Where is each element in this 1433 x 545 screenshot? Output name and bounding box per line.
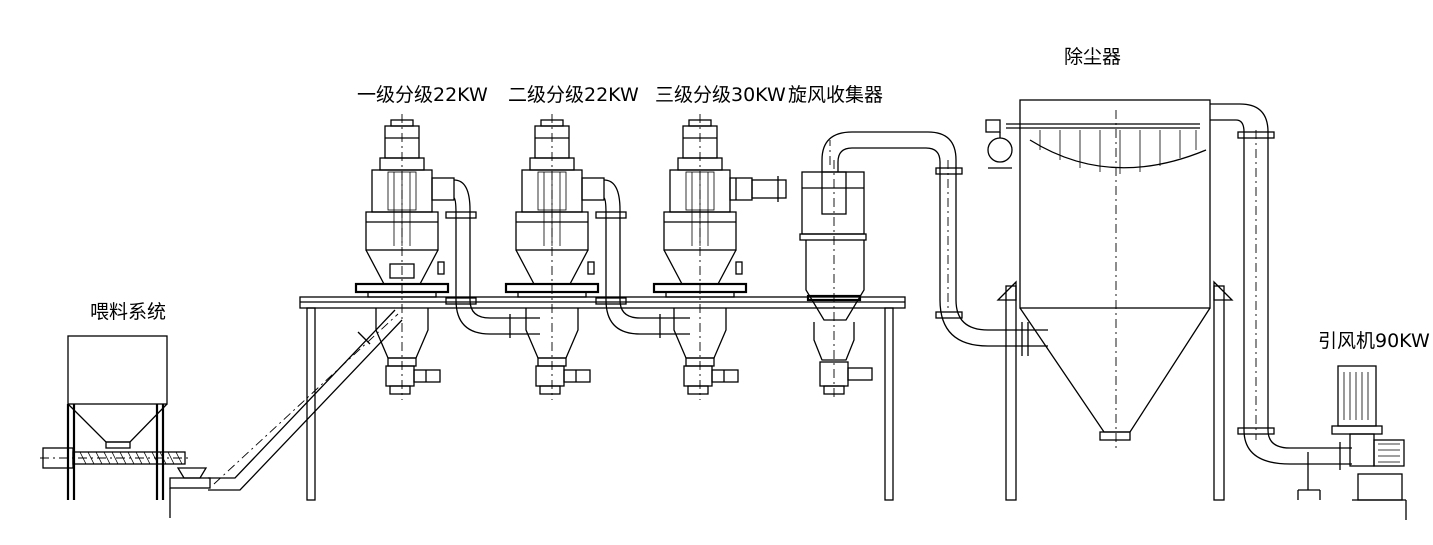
label-cyclone: 旋风收集器 [788,84,884,106]
classifier-3 [652,114,753,400]
label-classifier-3: 三级分级30KW [655,84,786,106]
pipe-cyclone-to-dust-collector [821,131,1048,356]
induced-draft-fan [1331,365,1407,520]
dust-collector [985,99,1234,501]
inclined-feed-pipe [208,309,403,491]
pipe-dust-collector-to-fan [1210,103,1352,500]
pipe-2-to-3 [595,179,690,338]
label-classifier-1: 一级分级22KW [357,84,488,106]
classifier-1 [354,114,455,400]
label-feeding-system: 喂料系统 [90,301,167,323]
support-platform [299,296,906,501]
label-fan: 引风机90KW [1318,330,1430,352]
label-classifier-2: 二级分级22KW [508,84,639,106]
pipe-3-to-cyclone [735,176,787,202]
classifier-2 [504,114,605,400]
feeding-system [40,335,211,518]
cyclone-collector [799,160,873,400]
pipe-1-to-2 [445,179,540,338]
label-dust-collector: 除尘器 [1064,46,1122,68]
